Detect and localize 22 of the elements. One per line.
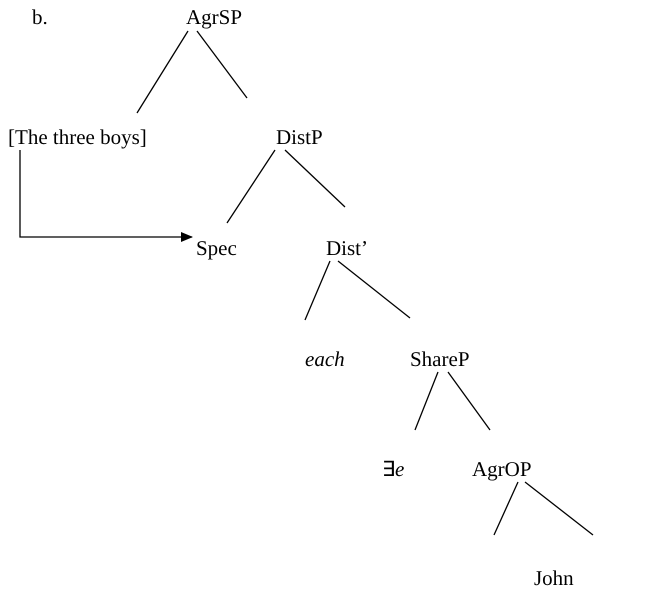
- tree-node-label: each: [305, 347, 345, 371]
- tree-node-label: AgrOP: [472, 457, 532, 481]
- tree-branch-line: [304, 260, 331, 320]
- example-label: b.: [32, 5, 48, 29]
- tree-branch-line: [226, 150, 276, 224]
- tree-branch-line: [414, 372, 439, 430]
- tree-node-label: Dist’: [326, 236, 368, 260]
- tree-node-label: John: [534, 566, 574, 590]
- tree-node-label: DistP: [276, 125, 323, 149]
- tree-branch-line: [196, 30, 248, 98]
- tree-branch-line: [524, 481, 594, 536]
- tree-branch-line: [284, 150, 346, 208]
- tree-node-label: ∃e: [382, 457, 404, 481]
- tree-branch-line: [338, 260, 410, 318]
- tree-node-label: ShareP: [410, 347, 470, 371]
- phrase-label: [The three boys]: [8, 125, 147, 149]
- tree-branch-line: [493, 482, 519, 536]
- tree-branch-line: [447, 372, 491, 430]
- movement-arrow: [19, 150, 193, 242]
- tree-branch-line: [136, 30, 189, 114]
- tree-node-label: Spec: [196, 236, 237, 260]
- tree-node-label: AgrSP: [186, 5, 242, 29]
